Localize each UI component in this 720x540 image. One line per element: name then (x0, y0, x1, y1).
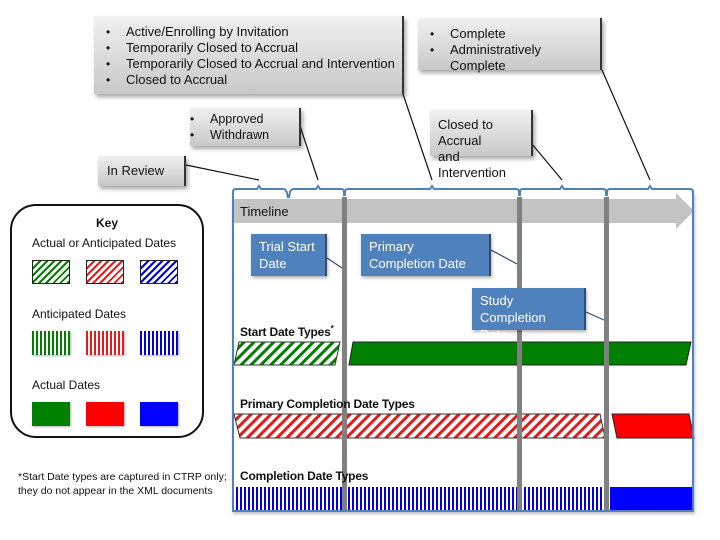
primary-row-label: Primary Completion Date Types (240, 397, 415, 411)
callout-connectors (185, 69, 651, 181)
primary-completion-line1: Primary (369, 239, 414, 254)
closed-intervention-line1: Closed to Accrual (438, 117, 493, 148)
trial-start-line2: Date (259, 256, 287, 271)
milestone-primary-completion: Primary Completion Date (361, 234, 491, 276)
milestone-trial-start: Trial Start Date (251, 234, 327, 276)
start-row-actual-or-anticipated (233, 341, 341, 366)
status-item: Temporarily Closed to Accrual and Interv… (106, 56, 396, 72)
milestone-connectors (326, 249, 605, 321)
primary-row-actual (611, 413, 695, 439)
primary-completion-line2: Completion Date (369, 256, 466, 271)
footnote: *Start Date types are captured in CTRP o… (18, 471, 227, 497)
bracket-active (344, 184, 520, 196)
status-item: Closed to Accrual (106, 72, 396, 88)
swatch-primary-anticipated (86, 331, 124, 355)
swatch-primary-actual-or-anticipated (86, 260, 124, 284)
start-row-label-text: Start Date Types (240, 325, 331, 339)
swatch-completion-actual (140, 402, 178, 426)
key-title: Key (95, 216, 118, 230)
completion-row-anticipated (234, 487, 606, 511)
key-group-label: Actual or Anticipated Dates (32, 236, 177, 250)
swatch-completion-anticipated (140, 331, 178, 355)
study-completion-line2: Completion Date (480, 310, 546, 342)
status-item: Active/Enrolling by Invitation (106, 24, 396, 40)
callout-closed-intervention: Closed to Accrual and Intervention (430, 110, 533, 180)
swatch-start-actual (32, 402, 70, 426)
callout-in-review: In Review (98, 156, 186, 186)
trial-start-line1: Trial Start (259, 239, 315, 254)
completion-row-label: Completion Date Types (240, 469, 369, 483)
swatch-start-anticipated (32, 331, 70, 355)
callout-complete-statuses: Complete Administratively Complete (418, 18, 602, 73)
in-review-label: In Review (107, 163, 165, 178)
footnote-marker: * (330, 324, 334, 333)
callout-active-statuses: Active/Enrolling by Invitation Temporari… (94, 16, 404, 94)
bracket-closed-intervention (519, 184, 607, 196)
start-row-label: Start Date Types* (240, 324, 334, 339)
status-brackets (232, 184, 694, 200)
timeline-arrow (234, 193, 694, 229)
bracket-approved (288, 184, 345, 199)
timeline-label: Timeline (240, 204, 289, 219)
status-item: Temporarily Closed to Accrual (106, 40, 396, 56)
key-legend: Key Actual or Anticipated Dates Anticipa… (10, 204, 204, 438)
key-group-label: Actual Dates (32, 378, 101, 392)
key-group-label: Anticipated Dates (32, 307, 127, 321)
status-item: Administratively Complete (430, 42, 594, 74)
study-completion-line1: Study (480, 293, 514, 308)
callout-approved-statuses: Approved Withdrawn (190, 108, 301, 146)
bracket-in-review (232, 184, 289, 200)
status-item: Approved (190, 111, 297, 127)
status-item: Complete (430, 26, 594, 42)
swatch-start-actual-or-anticipated (32, 260, 70, 284)
timeline-frame (232, 192, 694, 512)
swatch-completion-actual-or-anticipated (140, 260, 178, 284)
closed-intervention-line2: and Intervention (438, 149, 506, 180)
status-item: Withdrawn (190, 127, 297, 143)
completion-row-actual (610, 487, 693, 511)
bracket-complete (606, 184, 694, 200)
milestone-study-completion: Study Completion Date (472, 288, 586, 342)
swatch-primary-actual (86, 402, 124, 426)
